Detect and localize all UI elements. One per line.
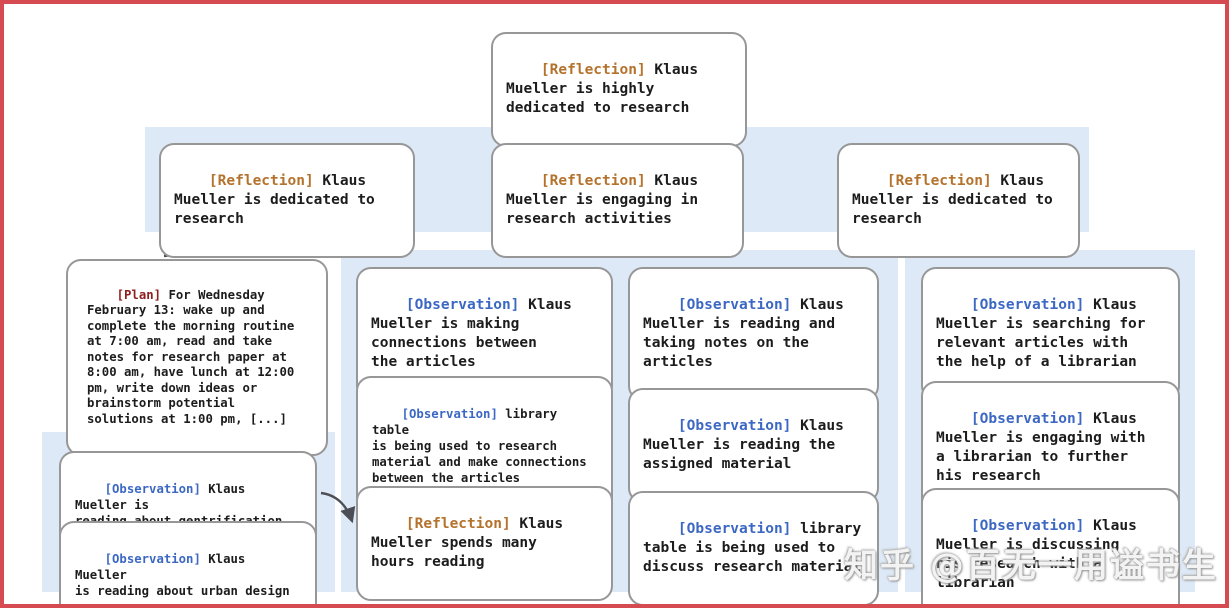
memory-node-reflection-hours-reading: [Reflection] Klaus Mueller spends many h…: [356, 486, 613, 601]
memory-node-reflection-mid: [Reflection] Klaus Mueller is engaging i…: [491, 143, 744, 258]
observation-tag: [Observation]: [970, 518, 1085, 534]
node-text: For Wednesday February 13: wake up and c…: [87, 287, 295, 426]
node-text: Klaus Mueller spends many hours reading: [371, 516, 564, 570]
plan-tag: [Plan]: [116, 287, 162, 302]
memory-node-observation-urban-design: [Observation] Klaus Mueller is reading a…: [59, 521, 317, 604]
memory-node-observation-searching-articles: [Observation] Klaus Mueller is searching…: [921, 267, 1180, 401]
memory-node-observation-taking-notes: [Observation] Klaus Mueller is reading a…: [628, 267, 879, 401]
observation-tag: [Observation]: [405, 297, 520, 313]
node-text: Klaus Mueller is engaging in research ac…: [506, 173, 699, 227]
node-text: Klaus Mueller is dedicated to research: [174, 173, 375, 227]
node-text: Klaus Mueller is highly dedicated to res…: [506, 62, 699, 116]
observation-tag: [Observation]: [677, 418, 792, 434]
observation-tag: [Observation]: [970, 297, 1085, 313]
reflection-tag: [Reflection]: [208, 173, 314, 189]
node-text: Klaus Mueller is discussing his research…: [936, 518, 1137, 591]
observation-tag: [Observation]: [677, 297, 792, 313]
reflection-tag: [Reflection]: [405, 516, 511, 532]
memory-node-observation-library-table-discuss: [Observation] library table is being use…: [628, 491, 879, 604]
node-text: Klaus Mueller is reading the assigned ma…: [643, 418, 844, 472]
node-text: Klaus Mueller is reading about urban des…: [75, 552, 290, 598]
node-text: Klaus Mueller is engaging with a librari…: [936, 411, 1146, 484]
node-text: Klaus Mueller is reading and taking note…: [643, 297, 844, 370]
observation-tag: [Observation]: [677, 521, 792, 537]
memory-node-observation-discussing-librarian: [Observation] Klaus Mueller is discussin…: [921, 488, 1180, 604]
observation-tag: [Observation]: [104, 552, 201, 566]
node-text: library table is being used to discuss r…: [643, 521, 862, 575]
reflection-tag: [Reflection]: [540, 173, 646, 189]
memory-node-reflection-right: [Reflection] Klaus Mueller is dedicated …: [837, 143, 1080, 258]
observation-tag: [Observation]: [104, 482, 201, 496]
memory-node-root-reflection: [Reflection] Klaus Mueller is highly ded…: [491, 32, 747, 147]
reflection-tag: [Reflection]: [540, 62, 646, 78]
observation-tag: [Observation]: [401, 407, 498, 421]
memory-node-reflection-left: [Reflection] Klaus Mueller is dedicated …: [159, 143, 415, 258]
node-text: library table is being used to research …: [372, 407, 587, 485]
zhihu-watermark: 知乎 @百无一用谥书生: [844, 546, 1218, 586]
observation-tag: [Observation]: [970, 411, 1085, 427]
reflection-tag: [Reflection]: [886, 173, 992, 189]
memory-node-observation-assigned-material: [Observation] Klaus Mueller is reading t…: [628, 388, 879, 503]
node-text: Klaus Mueller is making connections betw…: [371, 297, 572, 370]
memory-node-plan: [Plan] For Wednesday February 13: wake u…: [66, 259, 328, 456]
node-text: Klaus Mueller is dedicated to research: [852, 173, 1053, 227]
node-text: Klaus Mueller is searching for relevant …: [936, 297, 1146, 370]
